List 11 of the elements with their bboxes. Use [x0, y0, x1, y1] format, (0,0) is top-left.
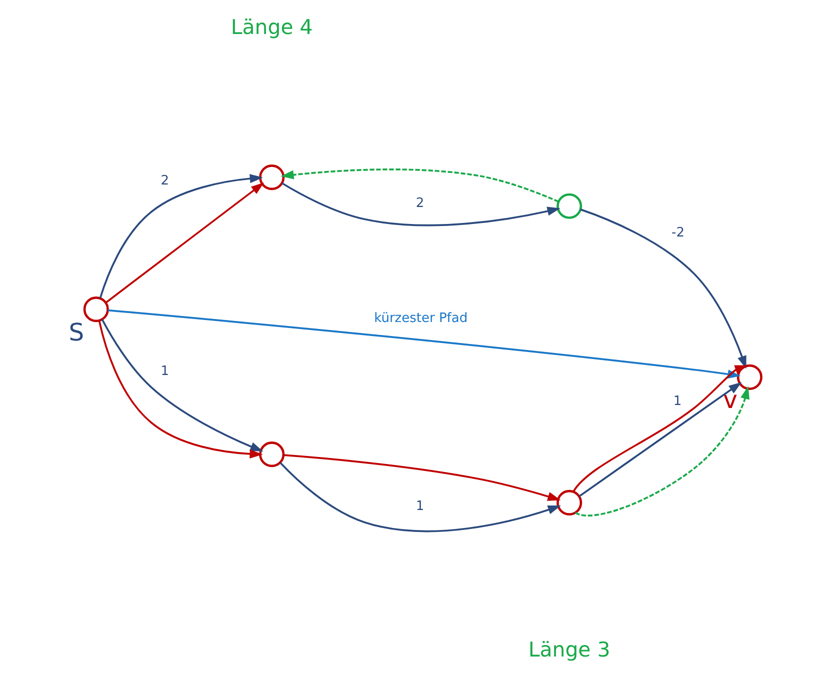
- edge-label: kürzester Pfad: [374, 311, 468, 326]
- edge-label: 1: [416, 498, 424, 514]
- label: Länge 4: [230, 14, 313, 39]
- edge-label: -2: [672, 226, 685, 241]
- label: Länge 3: [528, 638, 610, 662]
- edge-label: 2: [416, 196, 424, 211]
- edge-label: 1: [160, 364, 170, 380]
- edge-label: 2: [160, 173, 170, 188]
- node-label: v: [723, 386, 738, 414]
- node-label: S: [68, 318, 84, 346]
- edge-label: 1: [673, 394, 682, 409]
